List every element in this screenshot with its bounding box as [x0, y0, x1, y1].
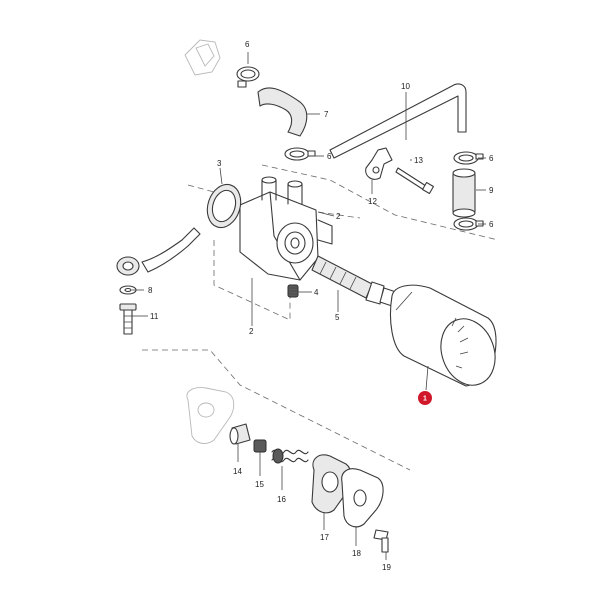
callout-18: 18 — [352, 549, 361, 558]
banjo-bolt — [119, 303, 137, 335]
mounting-flange-ghost — [186, 387, 235, 444]
banjo-fitting — [116, 256, 140, 276]
pipe-bracket — [365, 147, 393, 180]
hose-clamp-middle — [284, 147, 316, 161]
assembly-guides — [142, 164, 499, 471]
leader-lines — [132, 52, 486, 560]
short-hose — [452, 168, 476, 218]
oil-cooler-housing — [239, 176, 333, 281]
oil-filter — [389, 284, 497, 387]
cover-bolt — [373, 529, 389, 553]
oil-line — [141, 227, 201, 273]
callout-13: 13 — [414, 156, 423, 165]
hollow-bolt — [311, 255, 397, 307]
callout-4: 4 — [314, 288, 319, 297]
callout-6-middle: 6 — [327, 152, 332, 161]
callout-15: 15 — [255, 480, 264, 489]
callout-14: 14 — [233, 467, 242, 476]
coolant-pipe — [329, 83, 467, 159]
callout-6-right-top: 6 — [489, 154, 494, 163]
callout-16: 16 — [277, 495, 286, 504]
cover-plate — [341, 468, 384, 528]
bracket-bolt — [395, 167, 435, 195]
hose-clamp-right-top — [453, 151, 484, 165]
callout-5: 5 — [335, 313, 340, 322]
temperature-sensor — [287, 284, 299, 298]
callout-1-badge[interactable]: 1 — [418, 391, 432, 405]
callout-10: 10 — [401, 82, 410, 91]
coolant-hose — [257, 87, 308, 137]
seal-ring — [206, 183, 242, 229]
sleeve — [229, 423, 251, 445]
callout-19: 19 — [382, 563, 391, 572]
callout-9: 9 — [489, 186, 494, 195]
callout-6-right-bottom: 6 — [489, 220, 494, 229]
callout-17: 17 — [320, 533, 329, 542]
callout-12: 12 — [368, 197, 377, 206]
highlight-dot[interactable] — [418, 391, 432, 405]
hose-clamp-right-bottom — [453, 217, 484, 231]
callout-2-bottom: 2 — [249, 327, 254, 336]
gasket — [311, 454, 352, 514]
callout-8: 8 — [148, 286, 153, 295]
callout-labels: 6 7 6 10 13 12 6 9 6 3 2 2 4 5 8 11 14 1… — [148, 40, 494, 572]
engine-fragment — [184, 39, 221, 76]
callout-1[interactable]: 1 — [423, 396, 427, 403]
plug-screw — [253, 439, 267, 453]
callout-11: 11 — [150, 312, 159, 321]
callout-3: 3 — [217, 159, 222, 168]
callout-7: 7 — [324, 110, 329, 119]
spring-valve — [271, 448, 309, 464]
hose-clamp-upper — [236, 66, 260, 88]
callout-2-right: 2 — [336, 212, 341, 221]
callout-6-top: 6 — [245, 40, 250, 49]
